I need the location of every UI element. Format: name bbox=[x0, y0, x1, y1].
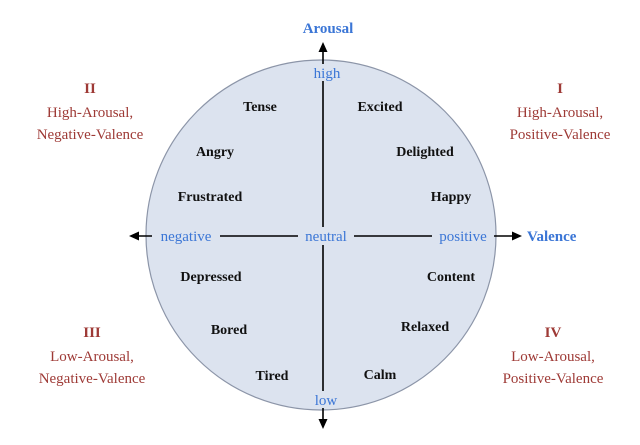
quadrant-iv-label: IV Low-Arousal, Positive-Valence bbox=[503, 325, 604, 387]
quadrant-i-numeral: I bbox=[557, 81, 563, 97]
positive-label-bg bbox=[432, 227, 494, 245]
arousal-arrowhead-up bbox=[318, 42, 328, 52]
high-label: high bbox=[314, 66, 341, 82]
emotion-happy: Happy bbox=[431, 190, 471, 205]
quadrant-iv-numeral: IV bbox=[545, 325, 562, 341]
negative-label-bg bbox=[152, 227, 220, 245]
arousal-axis-title: Arousal bbox=[303, 21, 354, 37]
valence-axis-title: Valence bbox=[527, 229, 577, 245]
low-label: low bbox=[315, 393, 338, 409]
arousal-arrowhead-down bbox=[318, 419, 328, 429]
low-label-bg bbox=[310, 391, 342, 408]
negative-label: negative bbox=[161, 229, 212, 245]
quadrant-i-label: I High-Arousal, Positive-Valence bbox=[510, 81, 611, 143]
emotion-tense: Tense bbox=[243, 100, 277, 115]
quadrant-iv-line1: Low-Arousal, bbox=[511, 349, 595, 365]
valence-arrowhead-left bbox=[129, 231, 139, 241]
emotion-content: Content bbox=[427, 270, 476, 285]
quadrant-iii-label: III Low-Arousal, Negative-Valence bbox=[39, 325, 146, 387]
quadrant-ii-line1: High-Arousal, bbox=[47, 105, 133, 121]
emotion-depressed: Depressed bbox=[180, 270, 241, 285]
emotion-tired: Tired bbox=[256, 369, 289, 384]
emotion-delighted: Delighted bbox=[396, 145, 454, 160]
quadrant-ii-line2: Negative-Valence bbox=[37, 127, 144, 143]
quadrant-i-line2: Positive-Valence bbox=[510, 127, 611, 143]
neutral-label-bg bbox=[298, 227, 354, 245]
quadrant-iii-line2: Negative-Valence bbox=[39, 371, 146, 387]
quadrant-i-line1: High-Arousal, bbox=[517, 105, 603, 121]
neutral-label: neutral bbox=[305, 229, 347, 245]
positive-label: positive bbox=[439, 229, 487, 245]
emotion-relaxed: Relaxed bbox=[401, 320, 449, 335]
quadrant-iv-line2: Positive-Valence bbox=[503, 371, 604, 387]
quadrant-iii-line1: Low-Arousal, bbox=[50, 349, 134, 365]
valence-arrowhead-right bbox=[512, 231, 522, 241]
quadrant-ii-numeral: II bbox=[84, 81, 96, 97]
quadrant-iii-numeral: III bbox=[83, 325, 101, 341]
emotion-excited: Excited bbox=[357, 100, 402, 115]
emotion-angry: Angry bbox=[196, 145, 234, 160]
emotion-frustrated: Frustrated bbox=[178, 190, 243, 205]
quadrant-ii-label: II High-Arousal, Negative-Valence bbox=[37, 81, 144, 143]
emotion-calm: Calm bbox=[364, 368, 397, 383]
emotion-bored: Bored bbox=[211, 323, 248, 338]
high-label-bg bbox=[308, 64, 344, 81]
